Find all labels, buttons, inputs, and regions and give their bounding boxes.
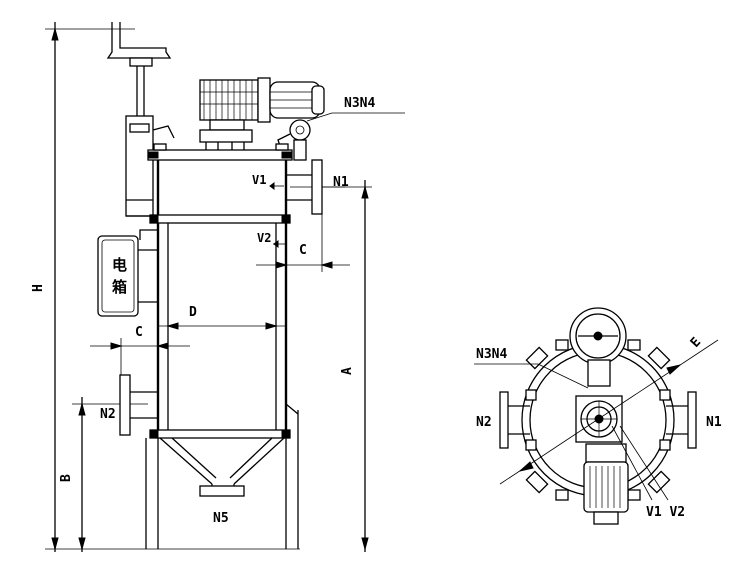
label-a: A [340, 367, 355, 375]
label-d: D [189, 305, 197, 320]
flange-ears [525, 339, 671, 501]
motor-gearbox [199, 77, 325, 152]
n1-nozzle: N1 [286, 159, 349, 215]
label-n3n4-side: N3N4 [344, 96, 375, 111]
label-v2-side: V2 [257, 231, 271, 245]
label-n1-top: N1 [706, 415, 722, 430]
label-e: E [688, 335, 704, 351]
dimension-c-top: C [256, 214, 350, 272]
n3n4-callout-top: N3N4 [474, 347, 589, 389]
vessel-shell [149, 160, 291, 439]
label-n2-top: N2 [476, 415, 492, 430]
side-view: N3N4 N1 [31, 22, 405, 552]
label-v1-v2-top: V1 V2 [646, 505, 685, 520]
top-view: N2 N1 E N3N4 V1 V2 [474, 307, 722, 525]
dimension-a [290, 180, 372, 552]
handwheel [569, 307, 627, 387]
top-cover [147, 143, 293, 161]
dimension-d: D [158, 305, 286, 330]
label-v1-side: V1 [252, 173, 266, 187]
n3n4-nozzle: N3N4 [277, 96, 405, 161]
motor-top-view [583, 443, 629, 525]
label-n3n4-top: N3N4 [476, 347, 507, 362]
dimension-b [72, 397, 148, 552]
label-b: B [59, 474, 74, 482]
label-n1-side: N1 [333, 175, 349, 190]
label-n5: N5 [213, 511, 229, 526]
n2-nozzle-top: N2 [476, 391, 530, 449]
label-c-top: C [299, 243, 307, 258]
lifting-actuator [106, 22, 175, 223]
v1-v2-callout-top: V1 V2 [611, 425, 685, 520]
label-n2-side: N2 [100, 407, 116, 422]
support-legs [145, 403, 299, 549]
v1-vent: V1 [252, 173, 284, 190]
label-control-box-2: 箱 [112, 278, 127, 296]
n2-nozzle: N2 [100, 374, 158, 436]
label-control-box-1: 电 [112, 256, 127, 274]
label-c-left: C [135, 325, 143, 340]
v2-vent: V2 [257, 231, 286, 248]
conical-bottom: N5 [159, 437, 285, 526]
dimension-c-left: C [90, 325, 190, 378]
control-box: 电 箱 [97, 235, 158, 317]
n1-nozzle-top: N1 [666, 391, 722, 449]
mounting-bracket [139, 229, 158, 240]
label-h: H [31, 284, 46, 292]
